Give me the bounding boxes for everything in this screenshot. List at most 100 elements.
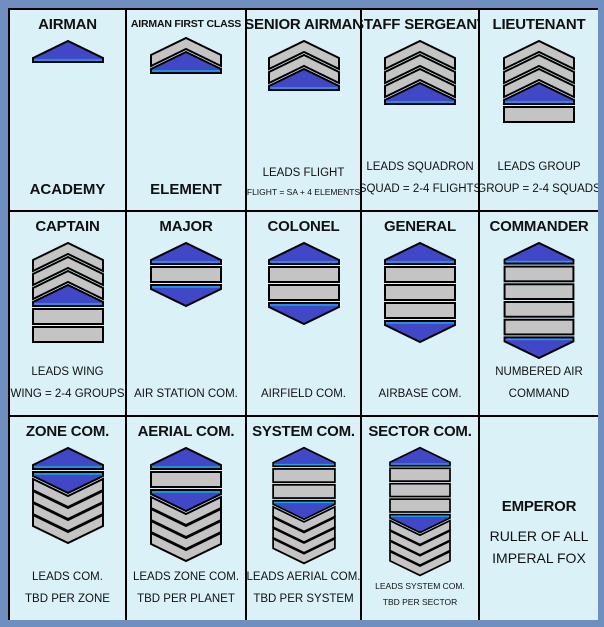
rank-insignia — [150, 36, 222, 74]
rank-description: LEADS SYSTEM COM.TBD PER SECTOR — [375, 578, 465, 610]
description-line: TBD PER PLANET — [137, 593, 235, 605]
bar — [267, 266, 340, 283]
rank-insignia — [150, 446, 222, 563]
rank-title: CAPTAIN — [35, 218, 100, 235]
description-line: LEADS GROUP — [497, 161, 581, 173]
description-line: COMMAND — [508, 388, 570, 400]
blue-cap-down — [31, 471, 104, 495]
bar — [150, 266, 222, 283]
description-line: LEADS FLIGHT — [262, 167, 345, 179]
rank-description: LEADS COM.TBD PER ZONE — [25, 566, 110, 610]
rank-title: MAJOR — [159, 218, 213, 235]
blue-cap-up — [271, 446, 336, 468]
description-line: WING = 2-4 GROUPS — [10, 388, 125, 400]
rank-insignia — [31, 241, 104, 343]
bar — [503, 283, 575, 301]
chevron-up — [384, 39, 456, 71]
rank-title: GENERAL — [384, 218, 456, 235]
rank-description: AIRFIELD COM. — [261, 383, 346, 405]
blue-cap-down — [384, 320, 456, 344]
chevron-up — [31, 255, 104, 287]
rank-title: EMPEROR — [501, 498, 577, 515]
bar — [389, 467, 451, 482]
blue-cap-up — [31, 39, 104, 63]
blue-cap-up — [389, 446, 451, 467]
rank-description: ELEMENT — [150, 181, 222, 200]
rank-insignia — [384, 39, 456, 105]
description-line: LEADS ZONE COM. — [132, 571, 240, 583]
description-line: FLIGHT = SA + 4 ELEMENTS — [247, 187, 360, 197]
rank-title: LIEUTENANT — [492, 16, 586, 33]
description-line: TBD PER ZONE — [25, 593, 110, 605]
bar — [503, 301, 575, 318]
chevron-up — [503, 53, 575, 85]
chevron-up — [31, 241, 104, 273]
chevron-up — [267, 39, 340, 71]
blue-cap-down — [503, 336, 575, 360]
blue-cap-up — [503, 241, 575, 265]
chevron-down — [150, 531, 222, 563]
rank-cell-captain: CAPTAIN LEADS WING WING = 2-4 GROUPS — [10, 212, 125, 415]
bar — [389, 498, 451, 513]
bar — [384, 302, 456, 319]
description-line: LEADS SQUADRON — [366, 161, 474, 173]
rank-title: AERIAL COM. — [137, 423, 235, 440]
rank-description: LEADS ZONE COM. TBD PER PLANET — [133, 566, 239, 610]
bar — [503, 265, 575, 283]
description-line: LEADS WING — [31, 366, 104, 378]
rank-insignia — [271, 446, 336, 565]
rank-title: SECTOR COM. — [368, 423, 472, 440]
bar — [384, 266, 456, 283]
description-line: LEADS AERIAL COM. — [247, 571, 360, 583]
blue-cap-down — [150, 489, 222, 513]
blue-cap-down — [150, 284, 222, 308]
rank-description: LEADS AERIAL COM.TBD PER SYSTEM — [247, 566, 360, 610]
chevron-up — [267, 53, 340, 85]
rank-description: AIR STATION COM. — [134, 383, 238, 405]
rank-cell-system-com: SYSTEM COM.LEADS AERIAL COM.TBD PER SYST… — [247, 417, 360, 620]
rank-description: LEADS FLIGHT FLIGHT = SA + 4 ELEMENTS — [247, 162, 360, 200]
rank-title: COMMANDER — [489, 218, 589, 235]
rank-cell-senior-airman: SENIOR AIRMAN LEADS FLIGHT FLIGHT = SA + 4… — [247, 10, 360, 210]
blue-cap-down — [267, 302, 340, 326]
chevron-down — [31, 513, 104, 545]
bar — [31, 308, 104, 325]
bar — [389, 482, 451, 498]
description-line: LEADS SYSTEM COM. — [375, 581, 465, 591]
rank-description: LEADS WING WING = 2-4 GROUPS — [10, 361, 124, 405]
blue-cap-up — [503, 81, 575, 105]
chevron-up — [384, 67, 456, 99]
rank-insignia — [503, 241, 575, 360]
bar — [503, 106, 575, 123]
chevron-down — [389, 550, 451, 577]
chevron-up — [150, 36, 222, 68]
rank-title: COLONEL — [267, 218, 340, 235]
rank-insignia — [389, 446, 451, 577]
blue-cap-up — [150, 241, 222, 265]
description-line: IMPERAL FOX — [492, 550, 586, 566]
rank-insignia — [150, 241, 222, 308]
blue-cap-up — [267, 67, 340, 91]
rank-insignia — [31, 446, 104, 545]
bar — [31, 326, 104, 343]
blue-cap-down — [271, 499, 336, 521]
chevron-up — [384, 53, 456, 85]
rank-title: SENIOR AIRMAN — [247, 16, 360, 33]
bar — [267, 284, 340, 301]
description-line: AIR STATION COM. — [134, 388, 238, 400]
bar — [150, 471, 222, 488]
blue-cap-up — [150, 446, 222, 470]
rank-title: AIRMAN — [38, 16, 97, 33]
rank-cell-aerial-com: AERIAL COM. LEADS ZONE COM. TBD PER PLANET — [127, 417, 245, 620]
description-line: AIRFIELD COM. — [261, 388, 346, 400]
